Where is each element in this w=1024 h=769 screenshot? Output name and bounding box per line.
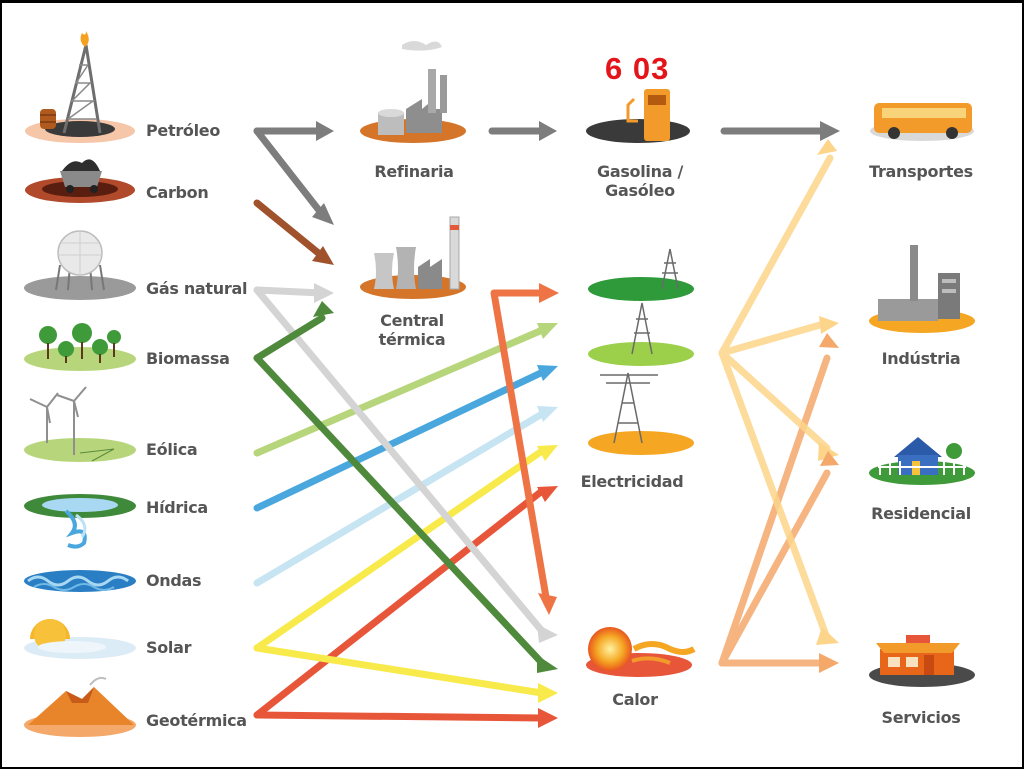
arrow-carbon — [253, 199, 326, 260]
arrow-central-termica — [490, 289, 551, 607]
source-label-solar: Solar — [146, 638, 192, 657]
shop-icon — [869, 635, 975, 687]
fuel-pump-icon — [586, 89, 690, 143]
diagram-canvas — [24, 31, 975, 737]
source-label-gas: Gás natural — [146, 279, 248, 298]
trees-icon — [24, 323, 136, 371]
volcano-icon — [24, 676, 136, 737]
sector-label-servicios: Servicios — [881, 708, 961, 727]
heat-icon — [586, 627, 696, 677]
arrow-calor-industria — [718, 354, 831, 667]
sector-label-residencial: Residencial — [871, 504, 971, 523]
arrow-calor-sectors — [718, 354, 831, 667]
arrowheads — [312, 121, 840, 728]
fuel-label-line1: Gasolina / — [596, 162, 684, 181]
fuel-label: Gasolina / Gasóleo — [597, 162, 683, 200]
dam-icon — [24, 494, 136, 549]
arrow-calor-residencial — [718, 469, 831, 667]
arrow-elec-transportes — [718, 154, 834, 357]
source-label-petroleo: Petróleo — [146, 121, 221, 140]
source-label-biomassa: Biomassa — [146, 349, 230, 368]
gas-tank-icon — [24, 230, 136, 300]
source-label-hidrica: Hídrica — [146, 498, 208, 517]
arrow-eolica — [253, 324, 551, 457]
arrow-geotermica — [253, 487, 546, 722]
arrow-solar — [253, 447, 546, 697]
electricity-label: Electricidad — [580, 472, 684, 491]
pylon-icon — [588, 248, 694, 455]
refinery-icon — [360, 41, 466, 143]
arrow-elec-servicios — [718, 349, 831, 642]
arrow-electricidad-sectors — [718, 154, 834, 642]
sector-label-industria: Indústria — [881, 349, 961, 368]
thermal-plant-icon — [360, 216, 466, 299]
house-icon — [869, 437, 975, 485]
flow-arrows — [253, 127, 834, 722]
arrow-hidrica — [253, 366, 551, 512]
refinery-label: Refinaria — [374, 162, 454, 181]
source-label-geotermica: Geotérmica — [146, 711, 247, 730]
thermal-plant-label: Central térmica — [379, 311, 446, 349]
arrow-ondas — [253, 407, 551, 587]
source-label-carbon: Carbon — [146, 183, 209, 202]
thermal-plant-label-line1: Central — [380, 311, 444, 330]
sun-icon — [24, 619, 136, 659]
coal-cart-icon — [25, 159, 135, 203]
arrow-elec-industria — [718, 319, 831, 357]
sector-label-transportes: Transportes — [869, 162, 973, 181]
bus-icon — [870, 103, 974, 141]
source-label-eolica: Eólica — [146, 440, 198, 459]
wind-turbine-icon — [24, 386, 136, 462]
fuel-label-line2: Gasóleo — [605, 181, 675, 200]
arrow-gas — [253, 286, 546, 635]
oil-derrick-icon — [25, 31, 135, 143]
heat-label: Calor — [612, 690, 658, 709]
slide-number: 6 03 — [605, 51, 670, 86]
factory-icon — [869, 245, 975, 333]
source-label-ondas: Ondas — [146, 571, 202, 590]
arrow-petroleo — [253, 127, 831, 222]
thermal-plant-label-line2: térmica — [378, 330, 446, 349]
waves-icon — [24, 570, 136, 592]
arrow-biomassa — [253, 314, 546, 667]
arrow-elec-residencial — [718, 349, 831, 452]
